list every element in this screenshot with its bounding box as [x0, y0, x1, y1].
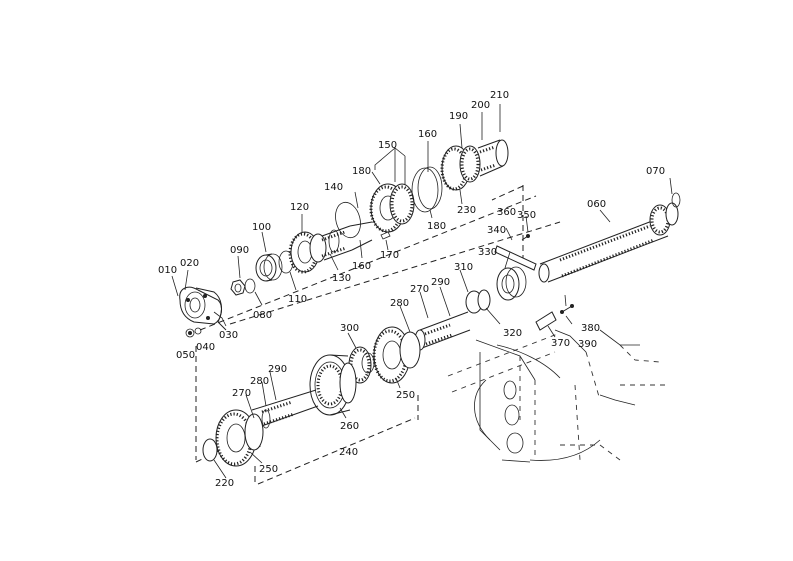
bearing-330-part: [496, 266, 527, 301]
part-label-300[interactable]: 300: [340, 323, 359, 334]
main-shaft-060-part: [538, 202, 679, 283]
part-label-390[interactable]: 390: [578, 339, 597, 350]
part-label-060[interactable]: 060: [587, 199, 606, 210]
part-label-010[interactable]: 010: [158, 265, 177, 276]
part-label-250-lower[interactable]: 250: [259, 464, 278, 475]
part-label-140[interactable]: 140: [324, 182, 343, 193]
nut-090-part: [230, 278, 256, 296]
countershaft-lower-part: [251, 389, 319, 429]
part-label-310[interactable]: 310: [454, 262, 473, 273]
part-label-110[interactable]: 110: [288, 294, 307, 305]
transmission-housing-sketch: [447, 329, 665, 463]
snap-ring-070-part: [671, 192, 681, 208]
part-label-260[interactable]: 260: [340, 421, 359, 432]
part-label-180-top[interactable]: 180: [352, 166, 371, 177]
part-label-050[interactable]: 050: [176, 350, 195, 361]
part-label-070[interactable]: 070: [646, 166, 665, 177]
bearing-100-part: [255, 250, 294, 282]
part-label-180-bottom[interactable]: 180: [427, 221, 446, 232]
part-label-220[interactable]: 220: [215, 478, 234, 489]
part-label-320[interactable]: 320: [503, 328, 522, 339]
gear-180-part: [369, 183, 415, 233]
bearing-cover-part: [179, 286, 227, 327]
part-label-380[interactable]: 380: [581, 323, 600, 334]
gear-250-upper-part: [372, 326, 421, 384]
part-label-270-lower[interactable]: 270: [232, 388, 251, 399]
spline-shaft-130-part: [321, 221, 373, 261]
part-label-020[interactable]: 020: [180, 258, 199, 269]
shaft-end-210-part: [477, 139, 509, 177]
ring-160-part: [411, 167, 439, 213]
part-label-090[interactable]: 090: [230, 245, 249, 256]
part-label-030[interactable]: 030: [219, 330, 238, 341]
part-label-160-left[interactable]: 160: [352, 261, 371, 272]
part-label-290-lower[interactable]: 290: [268, 364, 287, 375]
washer-220-part: [202, 438, 218, 462]
part-label-350[interactable]: 350: [517, 210, 536, 221]
bolt-050-part: [185, 327, 202, 338]
part-label-130[interactable]: 130: [332, 273, 351, 284]
part-label-330[interactable]: 330: [478, 247, 497, 258]
collar-310-part: [465, 289, 491, 314]
part-label-250-upper[interactable]: 250: [396, 390, 415, 401]
countershaft-upper-part: [414, 311, 471, 351]
part-label-040[interactable]: 040: [196, 342, 215, 353]
part-label-160-right[interactable]: 160: [418, 129, 437, 140]
drum-260-part: [309, 354, 357, 416]
part-label-360[interactable]: 360: [497, 207, 516, 218]
part-labels: 010 020 030 040 050 060 070 080 090 100 …: [158, 90, 665, 489]
part-label-280-upper[interactable]: 280: [390, 298, 409, 309]
group-boundary-lines: [195, 147, 561, 485]
part-label-280-lower[interactable]: 280: [250, 376, 269, 387]
part-label-200[interactable]: 200: [471, 100, 490, 111]
part-label-340[interactable]: 340: [487, 225, 506, 236]
leader-lines: [171, 104, 673, 479]
bolt-380-part: [535, 304, 574, 331]
ring-180-part: [417, 166, 443, 210]
part-label-270-upper[interactable]: 270: [410, 284, 429, 295]
snap-ring-140-part: [335, 201, 361, 239]
part-label-170[interactable]: 170: [380, 250, 399, 261]
part-label-210[interactable]: 210: [490, 90, 509, 101]
part-label-240[interactable]: 240: [339, 447, 358, 458]
part-label-100[interactable]: 100: [252, 222, 271, 233]
pin-030-part: [217, 321, 227, 331]
part-label-290-upper[interactable]: 290: [431, 277, 450, 288]
gear-190-part: [440, 145, 481, 191]
part-label-230[interactable]: 230: [457, 205, 476, 216]
part-label-370[interactable]: 370: [551, 338, 570, 349]
part-label-080[interactable]: 080: [253, 310, 272, 321]
part-label-120[interactable]: 120: [290, 202, 309, 213]
gear-250-lower-part: [215, 409, 264, 467]
gear-120-part: [288, 231, 327, 274]
part-label-150[interactable]: 150: [378, 140, 397, 151]
key-170-part: [380, 231, 391, 240]
part-label-190[interactable]: 190: [449, 111, 468, 122]
plate-340-part: [494, 234, 537, 271]
